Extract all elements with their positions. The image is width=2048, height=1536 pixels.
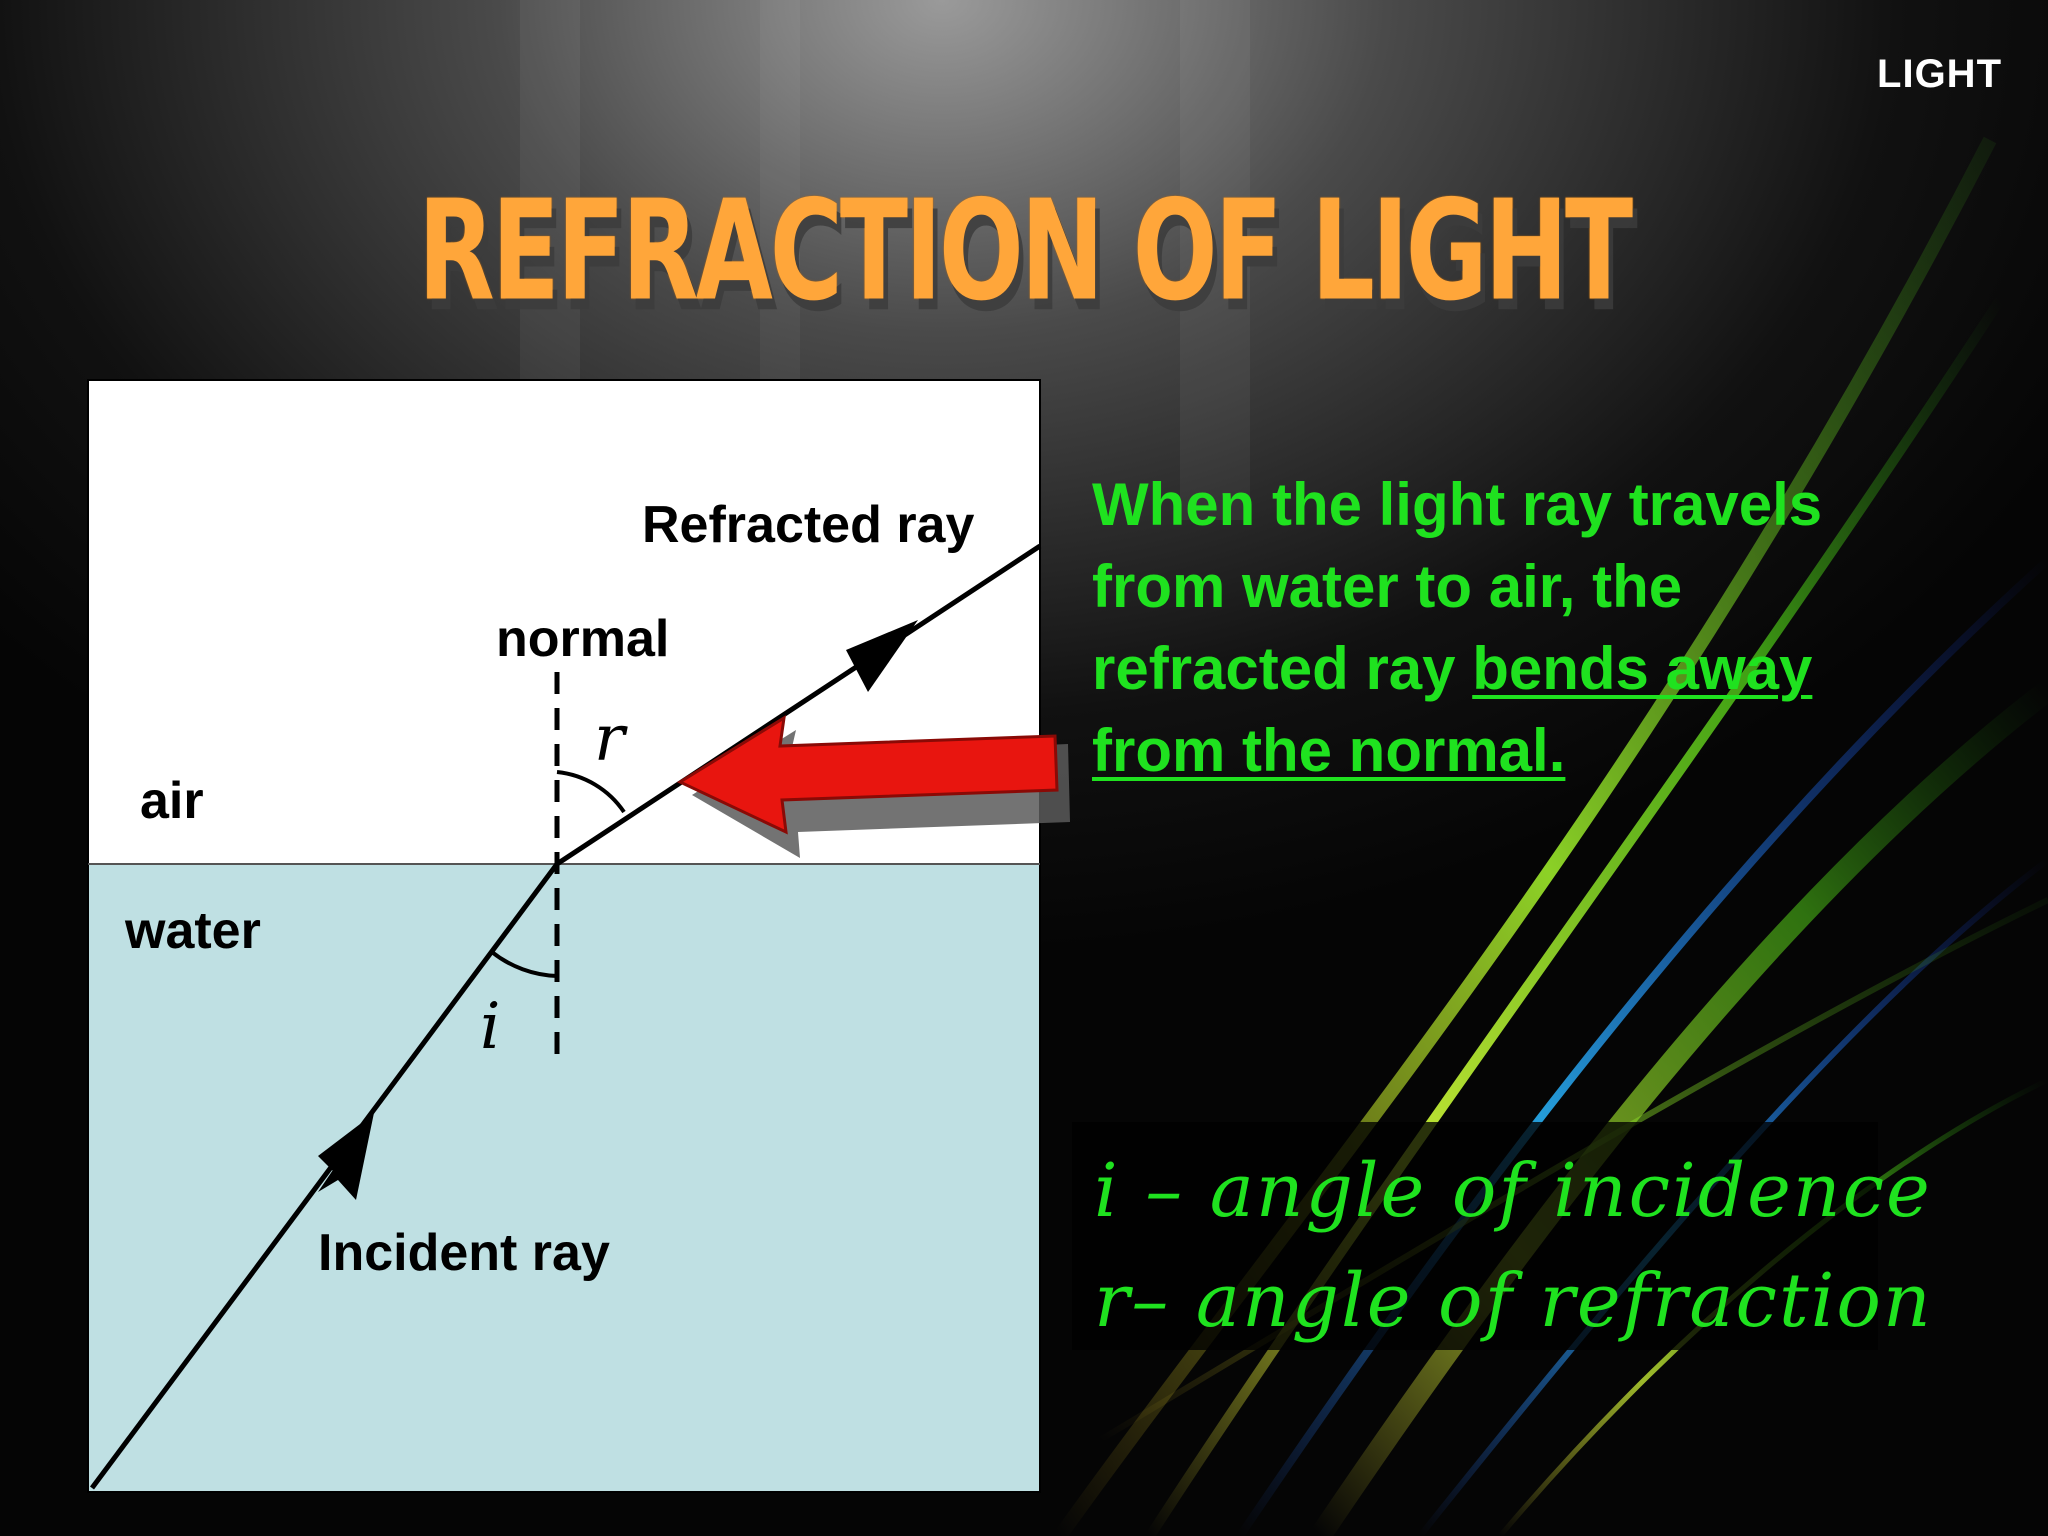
description-line-1: When the light ray travels <box>1092 471 1823 538</box>
refracted-ray-arrowhead <box>846 620 918 692</box>
angle-i-arc <box>490 950 558 978</box>
title-container: REFRACTION OF LIGHT <box>0 182 2048 320</box>
normal-label: normal <box>496 610 669 668</box>
incident-ray-label: Incident ray <box>318 1224 610 1282</box>
description-line-2: from water to air, the <box>1092 553 1683 620</box>
description-highlight-1: bends away <box>1472 635 1813 702</box>
water-label: water <box>124 902 261 960</box>
angle-r-symbol: r <box>594 702 628 776</box>
refracted-ray-label: Refracted ray <box>642 496 974 554</box>
air-label: air <box>140 772 204 830</box>
description-line-3: refracted ray <box>1092 635 1473 702</box>
description-highlight-2: from the normal. <box>1092 717 1566 784</box>
incident-ray <box>89 862 560 1490</box>
water-region <box>88 864 1040 1492</box>
pointer-arrow <box>676 715 1059 835</box>
section-label: LIGHT <box>1877 52 2002 96</box>
legend-refraction: r– angle of refraction <box>1094 1258 1933 1344</box>
angle-i-symbol: i <box>480 990 500 1064</box>
slide-title: REFRACTION OF LIGHT <box>417 171 1633 332</box>
description-text: When the light ray travels from water to… <box>1092 464 1992 792</box>
diagram-frame <box>87 379 1041 1493</box>
refracted-ray <box>555 543 1042 867</box>
angle-r-arc <box>556 770 626 814</box>
legend-box <box>1072 1122 1878 1350</box>
incident-arrow-shape <box>318 1108 375 1200</box>
legend-incidence: i – angle of incidence <box>1094 1148 1932 1234</box>
